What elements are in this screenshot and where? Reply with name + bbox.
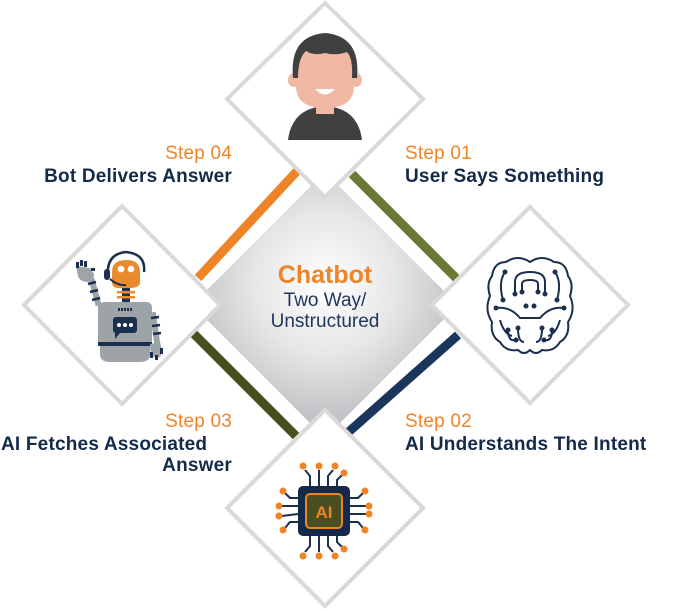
center-title: Chatbot xyxy=(277,261,373,289)
step-01-title: User Says Something xyxy=(405,165,605,187)
step-04-title: Bot Delivers Answer xyxy=(44,165,232,187)
step-04-label: Step 04 Bot Delivers Answer xyxy=(0,143,232,188)
ai-chip-icon: AI xyxy=(275,462,373,560)
svg-text:AI: AI xyxy=(316,503,333,522)
center-subtitle-line2: Unstructured xyxy=(270,311,380,333)
step-03-label: Step 03 AI Fetches Associated Answer xyxy=(0,411,232,477)
step-03-number: Step 03 xyxy=(165,411,232,432)
center-label: Chatbot Two Way/ Unstructured xyxy=(225,261,425,333)
center-subtitle-line1: Two Way/ xyxy=(283,289,367,311)
center-diamond xyxy=(192,172,458,438)
step-02-title: AI Understands The Intent xyxy=(405,433,647,455)
step-03-title-line2: Answer xyxy=(162,454,232,476)
user-avatar-icon xyxy=(288,33,362,140)
step-04-number: Step 04 xyxy=(165,143,232,164)
step-03-title-line1: AI Fetches Associated xyxy=(1,433,208,455)
step-01-number: Step 01 xyxy=(405,143,472,164)
brain-circuit-icon xyxy=(486,257,574,354)
robot-icon xyxy=(76,250,163,362)
step-02-number: Step 02 xyxy=(405,411,472,432)
diamond-brain xyxy=(429,204,631,406)
step-01-label: Step 01 User Says Something xyxy=(405,143,675,188)
step-02-label: Step 02 AI Understands The Intent xyxy=(405,411,679,456)
